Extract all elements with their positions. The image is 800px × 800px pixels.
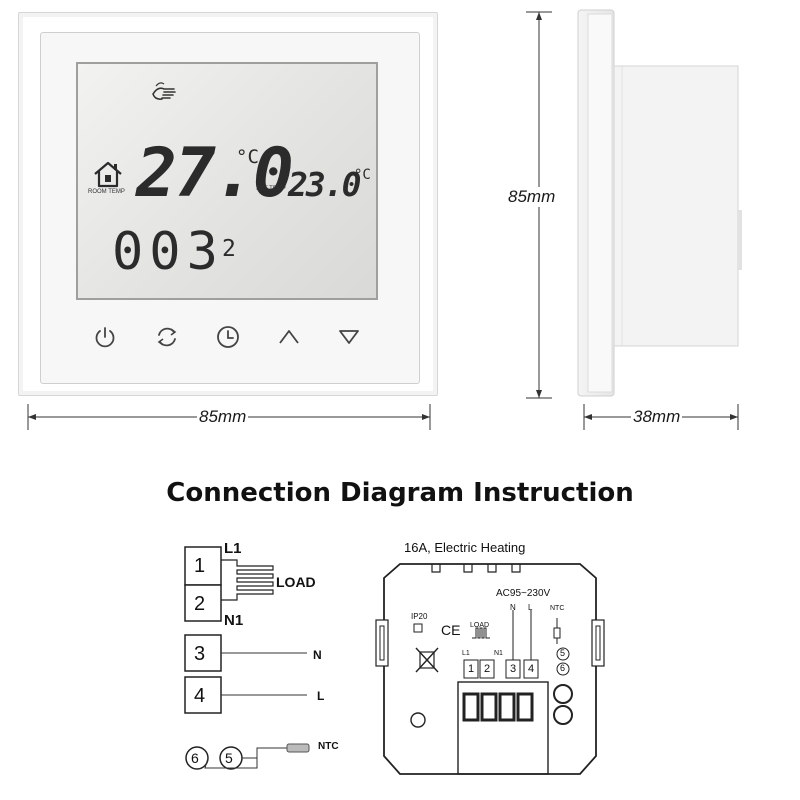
clock-icon (217, 326, 239, 348)
down-arrow-icon (339, 330, 359, 344)
set-temp-unit: °C (354, 167, 371, 183)
l1-label: L1 (224, 540, 242, 557)
back-n-label: N (510, 603, 516, 612)
terminal-3: 3 (194, 643, 206, 665)
back-terminal-2: 2 (484, 663, 491, 675)
wiring-schematic (184, 546, 310, 770)
back-terminal-1: 1 (468, 663, 475, 675)
down-button[interactable] (336, 324, 362, 350)
set-temp-value: 23.0 (288, 165, 361, 204)
terminal-4: 4 (194, 685, 206, 707)
power-icon (95, 327, 115, 348)
depth-label: 38mm (631, 407, 683, 427)
l-label: L (317, 689, 325, 703)
ce-mark: CE (441, 622, 461, 638)
back-l-label: L (528, 603, 533, 612)
back-sensor-terminal-5: 5 (560, 648, 566, 658)
power-button[interactable] (92, 324, 118, 350)
section-title: Connection Diagram Instruction (166, 478, 634, 508)
sensor-terminal-5: 5 (225, 750, 233, 766)
lcd-display (76, 62, 378, 300)
mode-button[interactable] (154, 324, 180, 350)
back-ntc-label: NTC (550, 605, 565, 612)
terminal-1: 1 (194, 555, 206, 577)
height-label: 85mm (506, 187, 558, 207)
terminal-2: 2 (194, 593, 206, 615)
back-sensor-terminal-6: 6 (560, 663, 566, 673)
period-number: 2 (222, 236, 236, 262)
thermostat-back-view (375, 563, 605, 775)
room-temp-value: 27.0 (136, 134, 294, 213)
clock-button[interactable] (215, 324, 241, 350)
hand-icon (152, 82, 176, 100)
back-load-label: LOAD (470, 622, 490, 629)
set-temp-label: SET TEMP (256, 186, 286, 192)
disposal-symbol-icon (415, 647, 439, 673)
back-n1-label: N1 (494, 650, 503, 657)
thermostat-side-view (577, 9, 742, 397)
sensor-terminal-6: 6 (191, 750, 199, 766)
ntc-label: NTC (318, 741, 339, 752)
up-arrow-icon (279, 330, 299, 344)
voltage-label: AC95~230V (496, 588, 551, 599)
room-temp-label: ROOM TEMP (88, 189, 125, 195)
up-button[interactable] (276, 324, 302, 350)
ip-rating-label: IP20 (411, 612, 428, 621)
back-terminal-3: 3 (510, 663, 517, 675)
n1-label: N1 (224, 612, 244, 629)
clock-value: 003 (112, 222, 224, 282)
front-width-label: 85mm (197, 407, 249, 427)
cycle-icon (157, 327, 177, 347)
load-label: LOAD (276, 574, 316, 590)
rating-label: 16A, Electric Heating (404, 540, 526, 555)
house-icon (94, 161, 122, 188)
room-temp-unit: °C (236, 146, 259, 168)
back-l1-label: L1 (462, 650, 470, 657)
n-label: N (313, 648, 322, 662)
back-terminal-4: 4 (528, 663, 535, 675)
